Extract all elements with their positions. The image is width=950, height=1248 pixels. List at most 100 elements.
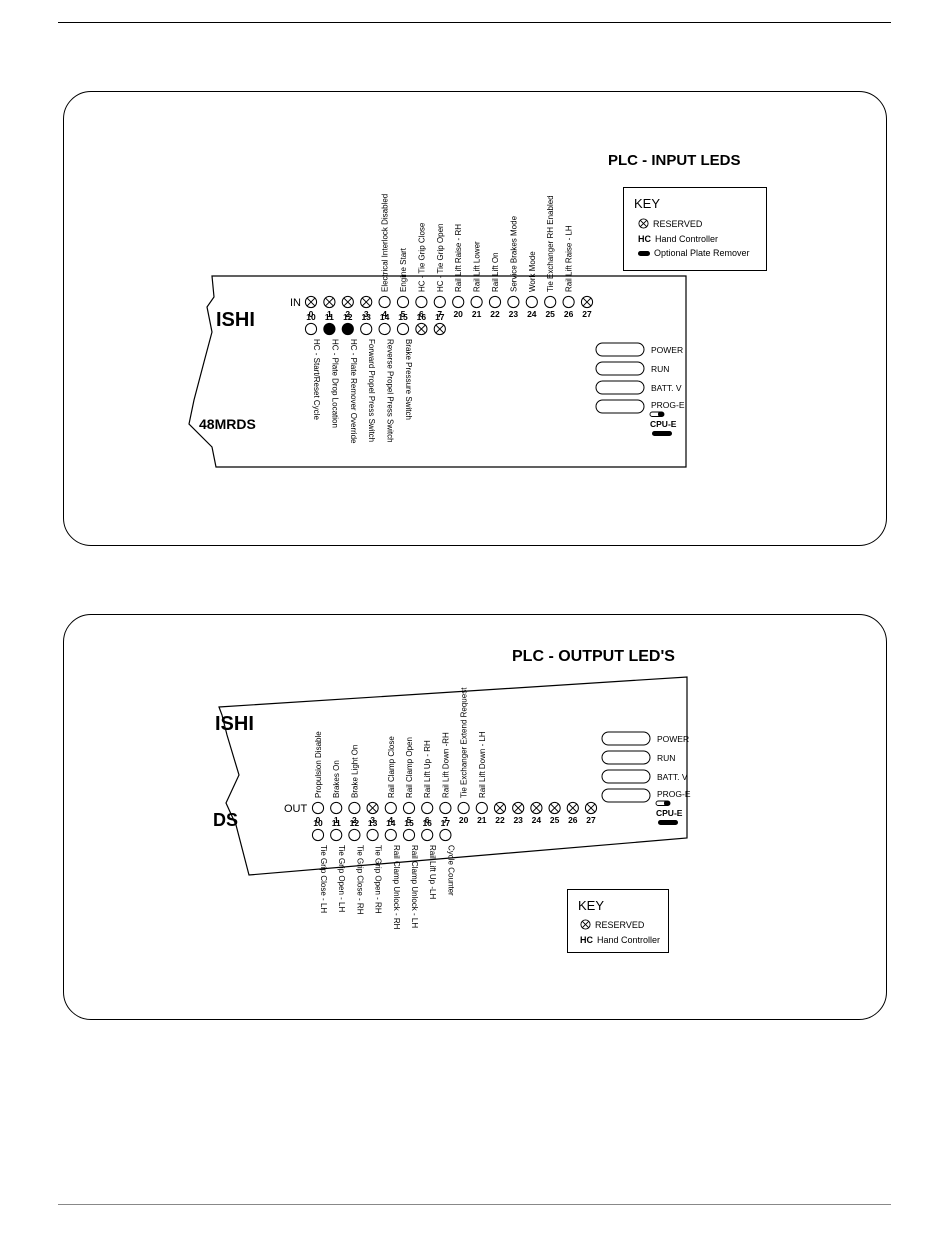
- prog-switch-knob-icon: [658, 412, 664, 417]
- led-label: Rail Lift Raise - LH: [565, 225, 574, 292]
- status-label: POWER: [657, 734, 689, 744]
- led-label: Brake Pressure Switch: [404, 339, 413, 420]
- key-plate-remover-label: Optional Plate Remover: [654, 248, 750, 258]
- led-label: HC - Tie Grip Close: [417, 222, 426, 292]
- led-indicator: [311, 828, 325, 842]
- led-number: 25: [550, 815, 560, 825]
- led-number: 13: [368, 818, 378, 828]
- led-label: Propulsion Disable: [314, 731, 323, 798]
- port-label: OUT: [284, 803, 308, 815]
- led-label: Engine Start: [399, 247, 408, 292]
- led-label: Tie Exchanger Extend Request: [460, 687, 469, 798]
- plate-remover-led-icon: [341, 322, 354, 336]
- led-label: Rail Clamp Close: [387, 736, 396, 798]
- led-indicator: [475, 801, 488, 815]
- status-label: RUN: [657, 753, 675, 763]
- led-number: 15: [404, 818, 414, 828]
- led-label: Cycle Counter: [446, 845, 455, 896]
- led-number: 2: [345, 309, 350, 319]
- status-led-icon: [601, 769, 651, 784]
- led-number: 14: [380, 312, 390, 322]
- led-label: Brakes On: [332, 760, 341, 798]
- led-label: HC - Start/Reset Cycle: [312, 339, 321, 420]
- led-indicator: [421, 801, 434, 815]
- reserved-led-icon: [493, 801, 507, 815]
- reserved-led-icon: [566, 801, 579, 815]
- led-number: 1: [327, 309, 332, 319]
- led-label: Rail Clamp Unlock - RH: [392, 845, 401, 930]
- led-label: Brake Light On: [350, 745, 359, 798]
- cpu-indicator-icon: [658, 820, 678, 825]
- led-number: 11: [325, 312, 334, 322]
- led-number: 13: [361, 312, 371, 322]
- led-label: Rail Clamp Unlock - LH: [410, 845, 419, 928]
- led-number: 16: [422, 818, 432, 828]
- status-led-icon: [595, 380, 645, 395]
- led-indicator: [457, 801, 470, 815]
- led-indicator: [544, 295, 557, 309]
- key-reserved-label: RESERVED: [595, 919, 645, 930]
- cpu-indicator-icon: [652, 431, 672, 436]
- led-indicator: [378, 322, 391, 336]
- led-number: 16: [417, 312, 427, 322]
- led-number: 1: [334, 815, 339, 825]
- led-number: 0: [316, 815, 321, 825]
- led-indicator: [311, 801, 325, 815]
- led-number: 27: [586, 815, 596, 825]
- led-label: Tie Grip Open - LH: [337, 845, 346, 913]
- led-number: 12: [343, 312, 353, 322]
- status-led-icon: [595, 361, 645, 376]
- led-indicator: [348, 828, 361, 842]
- key-hc-label: Hand Controller: [655, 234, 719, 244]
- led-indicator: [396, 322, 410, 336]
- led-number: 3: [364, 309, 369, 319]
- led-number: 10: [306, 312, 316, 322]
- led-label: Electrical Interlock Disabled: [381, 194, 390, 292]
- led-number: 14: [386, 818, 396, 828]
- led-label: HC - Plate Drop Location: [330, 339, 339, 428]
- led-number: 15: [398, 312, 408, 322]
- led-label: Rail Lift Down - LH: [478, 731, 487, 798]
- status-led-icon: [601, 788, 651, 803]
- bottom-rule: [58, 1204, 891, 1205]
- plc-model-text: 48MRDS: [199, 416, 256, 432]
- led-label: Rail Lift Raise - RH: [454, 224, 463, 292]
- led-label: Rail Lift Up - RH: [423, 740, 432, 798]
- input-key-box: KEY RESERVED HC Hand Controller Optional…: [623, 187, 767, 271]
- led-number: 11: [332, 818, 341, 828]
- reserved-led-icon: [341, 295, 354, 309]
- led-number: 21: [472, 309, 482, 319]
- status-led-icon: [595, 342, 645, 357]
- reserved-led-icon: [366, 801, 379, 815]
- led-number: 10: [313, 818, 323, 828]
- key-title: KEY: [634, 196, 661, 211]
- reserved-symbol-icon: [580, 919, 591, 930]
- led-indicator: [525, 295, 538, 309]
- reserved-led-icon: [530, 801, 543, 815]
- key-title: KEY: [578, 898, 605, 913]
- plate-remover-symbol-icon: [638, 250, 650, 256]
- reserved-led-icon: [548, 801, 561, 815]
- led-number: 20: [453, 309, 463, 319]
- led-indicator: [396, 295, 410, 309]
- output-leds-panel: PLC - OUTPUT LED'S KEY RESERVED HC Hand …: [63, 614, 887, 1020]
- reserved-led-icon: [433, 322, 446, 336]
- led-number: 22: [495, 815, 505, 825]
- led-indicator: [415, 295, 428, 309]
- reserved-led-icon: [304, 295, 318, 309]
- led-number: 4: [382, 309, 387, 319]
- led-indicator: [433, 295, 446, 309]
- led-label: Rail Lift Lower: [473, 241, 482, 292]
- led-label: Tie Grip Open - RH: [374, 845, 383, 914]
- reserved-led-icon: [512, 801, 525, 815]
- led-label: Rail Clamp Open: [405, 737, 414, 798]
- led-number: 6: [425, 815, 430, 825]
- led-number: 0: [309, 309, 314, 319]
- led-label: Reverse Propel Press Switch: [386, 339, 395, 443]
- status-label: POWER: [651, 345, 683, 355]
- led-label: Service Brakes Mode: [509, 215, 518, 292]
- led-number: 24: [527, 309, 537, 319]
- key-reserved-label: RESERVED: [653, 218, 703, 229]
- prog-label: PROG-E: [657, 789, 691, 799]
